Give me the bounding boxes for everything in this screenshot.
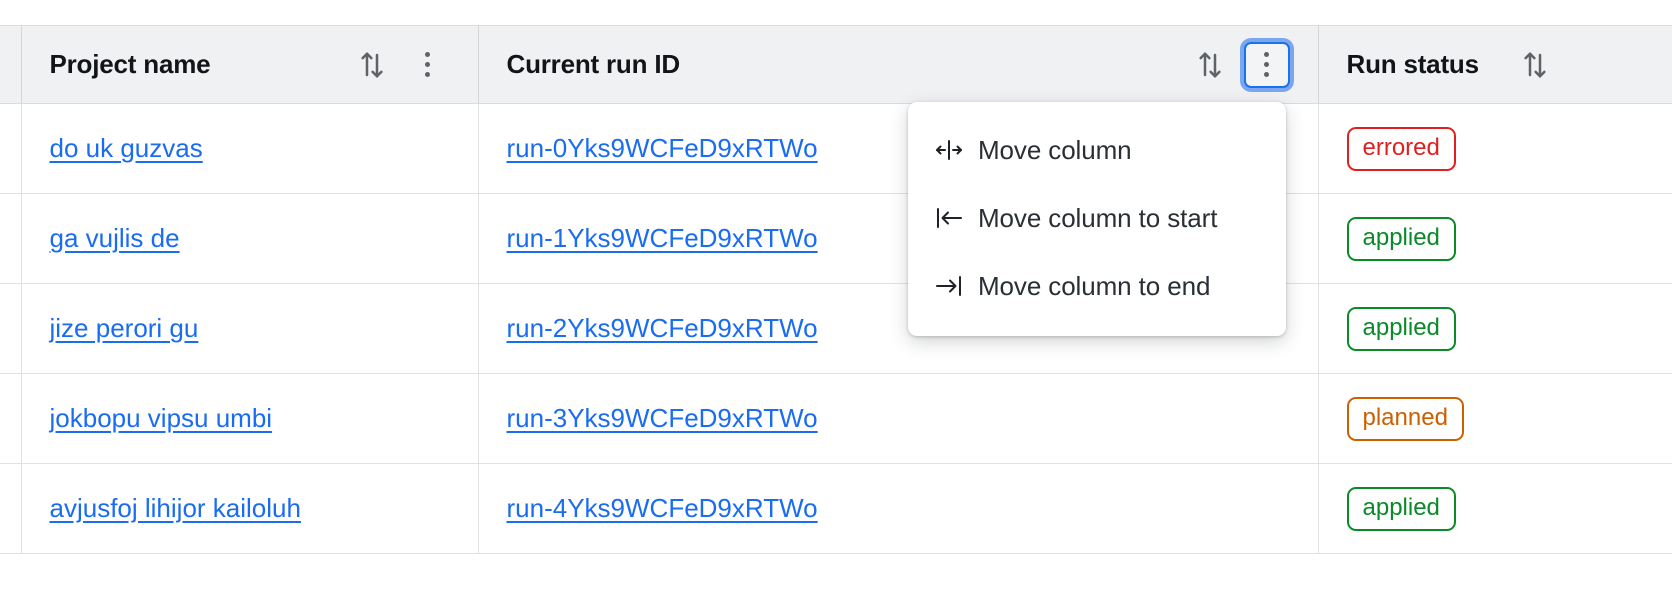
status-badge: errored — [1346, 126, 1456, 171]
menu-item-label: Move column — [978, 134, 1132, 165]
menu-item-label: Move column to end — [978, 270, 1211, 301]
column-menu-button-current-run-id[interactable] — [1243, 41, 1290, 88]
column-header-label: Project name — [49, 49, 211, 79]
row-gutter — [0, 103, 22, 194]
sort-updown-icon — [1198, 52, 1221, 77]
sort-button-current-run-id[interactable] — [1188, 43, 1232, 87]
row-gutter — [0, 283, 22, 374]
kebab-menu-icon — [1264, 52, 1269, 77]
status-badge: applied — [1346, 306, 1456, 351]
move-column-to-end-icon — [934, 274, 978, 298]
project-link[interactable]: do uk guzvas — [49, 133, 203, 163]
menu-item-move-column[interactable]: Move column — [908, 116, 1286, 184]
project-link[interactable]: jize perori gu — [49, 313, 199, 343]
sort-button-project-name[interactable] — [350, 43, 394, 87]
cell-run-status: applied — [1318, 463, 1672, 554]
header-row: Project name — [0, 25, 1672, 104]
sort-updown-icon — [1524, 52, 1546, 77]
move-column-to-start-icon — [934, 206, 978, 230]
table-row: avjusfoj lihijor kailoluh run-4Yks9WCFeD… — [0, 463, 1672, 554]
menu-item-move-column-to-start[interactable]: Move column to start — [908, 184, 1286, 252]
table-header: Project name — [0, 25, 1672, 104]
run-link[interactable]: run-2Yks9WCFeD9xRTWo — [506, 313, 818, 343]
column-header-label: Current run ID — [506, 49, 681, 79]
status-badge: applied — [1346, 486, 1456, 531]
menu-item-label: Move column to start — [978, 202, 1218, 233]
run-link[interactable]: run-3Yks9WCFeD9xRTWo — [506, 403, 818, 433]
cell-run-status: applied — [1318, 283, 1672, 374]
project-link[interactable]: ga vujlis de — [49, 223, 180, 253]
status-badge: applied — [1346, 216, 1456, 261]
table-row: jokbopu vipsu umbi run-3Yks9WCFeD9xRTWo … — [0, 373, 1672, 464]
row-gutter — [0, 193, 22, 284]
row-gutter-header — [0, 25, 22, 104]
column-header-current-run-id: Current run ID — [478, 25, 1319, 104]
sort-updown-icon — [360, 52, 383, 77]
column-menu-button-project-name[interactable] — [406, 43, 450, 87]
run-link[interactable]: run-1Yks9WCFeD9xRTWo — [506, 223, 818, 253]
table-row: do uk guzvas run-0Yks9WCFeD9xRTWo errore… — [0, 103, 1672, 194]
cell-run-status: planned — [1318, 373, 1672, 464]
cell-project-name: avjusfoj lihijor kailoluh — [21, 463, 479, 554]
project-link[interactable]: avjusfoj lihijor kailoluh — [49, 493, 301, 523]
table-body: do uk guzvas run-0Yks9WCFeD9xRTWo errore… — [0, 103, 1672, 554]
column-header-label: Run status — [1346, 49, 1480, 79]
cell-run-status: applied — [1318, 193, 1672, 284]
column-options-menu: Move column Move column to start — [908, 102, 1286, 336]
run-link[interactable]: run-0Yks9WCFeD9xRTWo — [506, 133, 818, 163]
cell-project-name: ga vujlis de — [21, 193, 479, 284]
cell-current-run-id: run-3Yks9WCFeD9xRTWo — [478, 373, 1319, 464]
move-column-icon — [934, 138, 978, 162]
cell-current-run-id: run-4Yks9WCFeD9xRTWo — [478, 463, 1319, 554]
sort-button-run-status[interactable] — [1513, 43, 1557, 87]
kebab-menu-icon — [425, 52, 430, 77]
cell-project-name: jokbopu vipsu umbi — [21, 373, 479, 464]
cell-run-status: errored — [1318, 103, 1672, 194]
menu-item-move-column-to-end[interactable]: Move column to end — [908, 252, 1286, 320]
run-link[interactable]: run-4Yks9WCFeD9xRTWo — [506, 493, 818, 523]
row-gutter — [0, 373, 22, 464]
row-gutter — [0, 463, 22, 554]
project-link[interactable]: jokbopu vipsu umbi — [49, 403, 273, 433]
table-row: jize perori gu run-2Yks9WCFeD9xRTWo appl… — [0, 283, 1672, 374]
column-header-run-status: Run status — [1318, 25, 1672, 104]
table-row: ga vujlis de run-1Yks9WCFeD9xRTWo applie… — [0, 193, 1672, 284]
cell-project-name: jize perori gu — [21, 283, 479, 374]
cell-project-name: do uk guzvas — [21, 103, 479, 194]
status-badge: planned — [1346, 396, 1464, 441]
projects-table: Project name — [0, 25, 1672, 554]
column-header-project-name: Project name — [21, 25, 479, 104]
